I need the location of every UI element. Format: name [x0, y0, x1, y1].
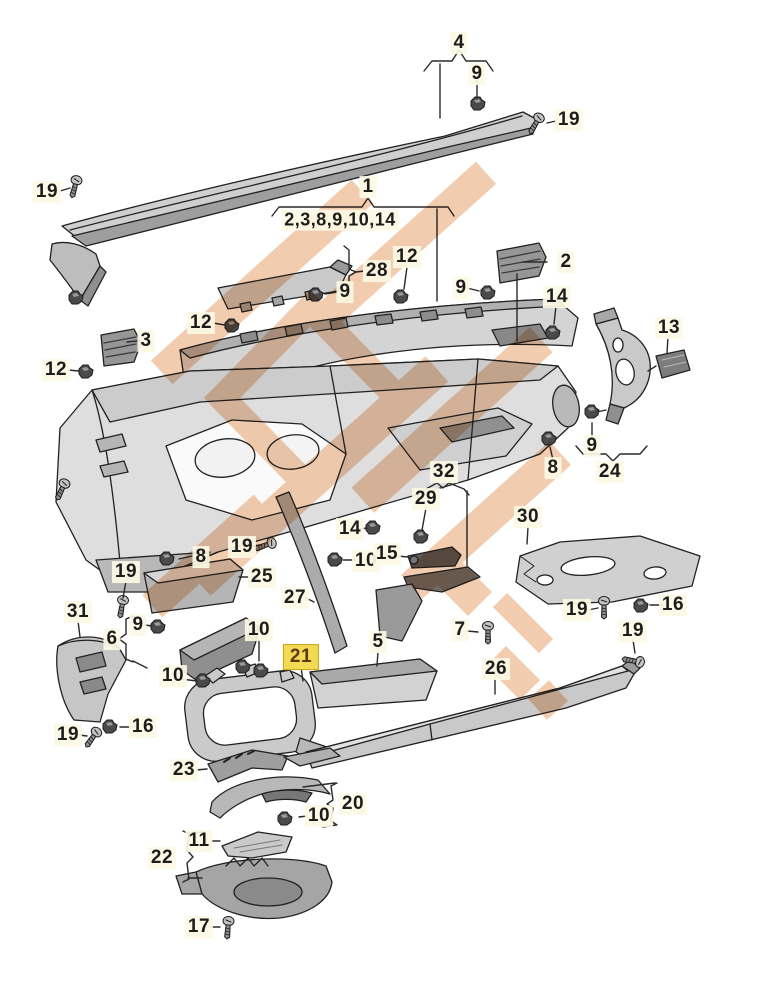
part-label-8: 8	[192, 546, 210, 568]
part-label-4: 4	[450, 32, 468, 54]
part-label-14: 14	[335, 518, 365, 540]
part-label-10: 10	[304, 805, 334, 827]
part-label-8: 8	[544, 457, 562, 479]
part-label-12: 12	[186, 312, 216, 334]
part-label-2-3-8-9-10-14: 2,3,8,9,10,14	[281, 209, 399, 231]
diagonal-logo-watermark	[142, 161, 572, 720]
leader-line	[403, 266, 408, 290]
steering-shroud-lower	[175, 857, 333, 920]
windshield-defroster-trim	[61, 111, 537, 247]
part-label-15: 15	[372, 543, 402, 565]
part-label-14: 14	[542, 286, 572, 308]
part-label-9: 9	[452, 277, 470, 299]
part-label-10: 10	[158, 665, 188, 687]
part-label-26: 26	[481, 658, 511, 680]
a-pillar-trim	[49, 241, 107, 307]
part-label-27: 27	[280, 587, 310, 609]
part-label-23: 23	[169, 759, 199, 781]
part-label-19: 19	[554, 109, 584, 131]
part-label-6: 6	[103, 628, 121, 650]
part-label-9: 9	[336, 281, 354, 303]
leader-line	[526, 526, 529, 545]
part-label-2: 2	[557, 251, 575, 273]
part-label-21: 21	[282, 644, 320, 670]
part-label-20: 20	[338, 793, 368, 815]
part-label-3: 3	[137, 330, 155, 352]
steering-shroud-upper	[209, 776, 331, 819]
part-label-9: 9	[129, 614, 147, 636]
air-vent-right	[496, 242, 547, 284]
leader-line	[632, 639, 636, 654]
part-label-29: 29	[411, 488, 441, 510]
column-trim	[375, 583, 423, 642]
group-bracket	[575, 445, 648, 462]
leader-line	[553, 305, 557, 325]
leader-line	[666, 336, 669, 354]
part-label-19: 19	[618, 620, 648, 642]
air-vent-left	[100, 328, 142, 367]
leader-line	[122, 580, 127, 599]
part-label-19: 19	[32, 181, 62, 203]
part-label-9: 9	[468, 63, 486, 85]
part-label-13: 13	[654, 317, 684, 339]
part-label-16: 16	[658, 594, 688, 616]
leader-line	[59, 187, 71, 192]
part-label-30: 30	[513, 506, 543, 528]
side-trim-left	[56, 636, 127, 723]
part-label-10: 10	[244, 619, 274, 641]
leader-line	[596, 409, 607, 413]
part-label-12: 12	[392, 246, 422, 268]
leader-line	[466, 630, 479, 633]
part-label-7: 7	[451, 619, 469, 641]
leader-line	[546, 120, 557, 124]
part-label-19: 19	[111, 561, 141, 583]
part-label-11: 11	[185, 830, 213, 852]
part-label-24: 24	[595, 461, 625, 483]
leader-line	[77, 620, 81, 638]
leader-line	[647, 365, 657, 372]
footwell-cover	[515, 535, 701, 605]
part-label-22: 22	[147, 847, 177, 869]
part-label-32: 32	[429, 461, 459, 483]
column-clamp-bracket	[207, 747, 341, 783]
steering-shroud-insert	[221, 831, 293, 859]
part-label-16: 16	[128, 716, 158, 738]
center-lower-cover	[309, 658, 438, 709]
part-label-1: 1	[359, 176, 377, 198]
leader-line	[302, 782, 336, 788]
part-label-17: 17	[184, 916, 214, 938]
part-label-25: 25	[247, 566, 277, 588]
leader-line	[376, 650, 379, 667]
leader-line	[126, 340, 138, 343]
part-label-5: 5	[369, 631, 387, 653]
part-label-31: 31	[63, 601, 93, 623]
part-label-19: 19	[227, 536, 257, 558]
part-label-19: 19	[562, 599, 592, 621]
side-end-panel	[593, 307, 651, 425]
part-label-19: 19	[53, 724, 83, 746]
leader-line	[132, 660, 148, 669]
part-label-9: 9	[583, 435, 601, 457]
connector-bracket	[655, 349, 691, 379]
part-label-28: 28	[362, 260, 392, 282]
a-pillar-lower-trim	[275, 491, 348, 654]
leader-line	[421, 507, 427, 531]
part-label-12: 12	[41, 359, 71, 381]
